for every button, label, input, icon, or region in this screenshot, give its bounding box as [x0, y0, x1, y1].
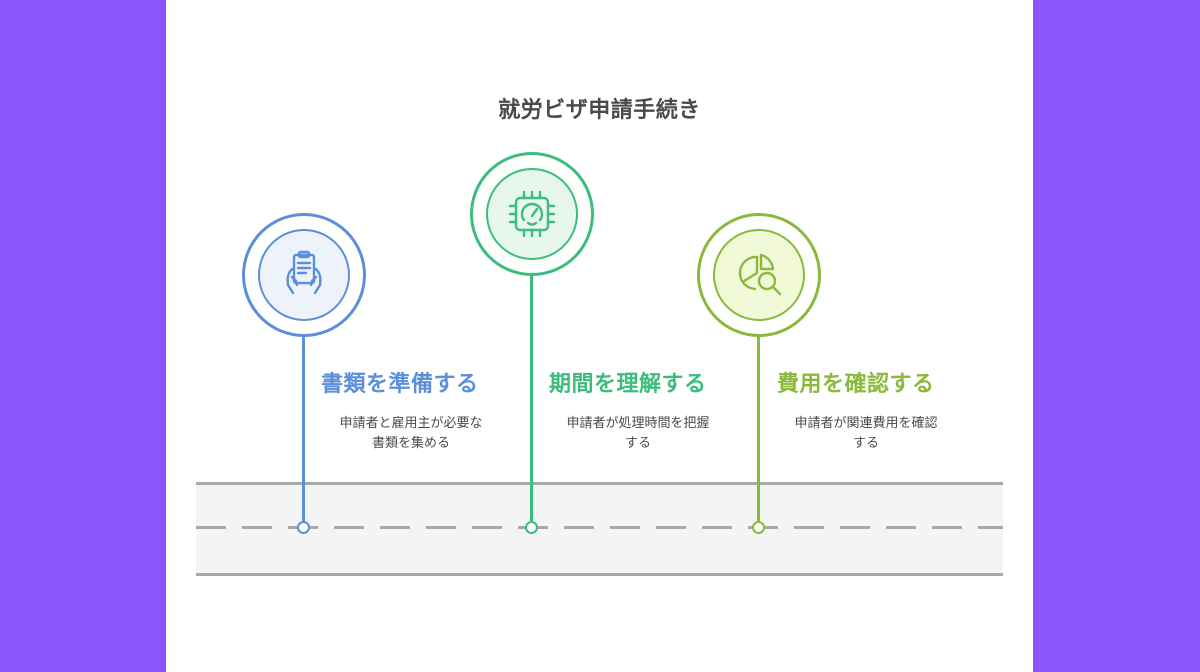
step-1-marker [297, 521, 310, 534]
road-center-dashes [196, 526, 1003, 529]
step-2-title: 期間を理解する [549, 372, 707, 397]
step-1-desc-line-1: 申請者と雇用主が必要な [339, 416, 483, 431]
road-bottom-edge [196, 573, 1003, 576]
document-hands-icon [286, 250, 322, 295]
road [196, 483, 1003, 575]
step-3-badge-inner [713, 229, 805, 321]
step-2-badge [470, 152, 594, 276]
step-1-badge [242, 213, 366, 337]
step-3-badge [697, 213, 821, 337]
step-3-title: 費用を確認する [777, 372, 935, 397]
step-2-stem [530, 274, 533, 527]
pie-chart-magnifier-icon [738, 253, 782, 296]
step-1-badge-inner [258, 229, 350, 321]
step-1-desc-line-2: 書類を集める [371, 436, 450, 451]
road-top-edge [196, 482, 1003, 485]
step-2-desc-line-2: する [624, 436, 651, 451]
step-1-title: 書類を準備する [321, 372, 479, 397]
step-3-desc-line-2: する [852, 436, 879, 451]
step-2-marker [525, 521, 538, 534]
step-1-stem [302, 335, 305, 527]
step-2-desc-line-1: 申請者が処理時間を把握 [566, 416, 710, 431]
step-3-stem [757, 335, 760, 527]
step-3-description: 申請者が関連費用を確認 する [766, 414, 966, 454]
chip-gauge-icon [508, 190, 556, 238]
step-3-marker [752, 521, 765, 534]
step-2-description: 申請者が処理時間を把握 する [538, 414, 738, 454]
step-1-description: 申請者と雇用主が必要な 書類を集める [311, 414, 511, 454]
diagram-title: 就労ビザ申請手続き [498, 98, 701, 123]
infographic-canvas: 就労ビザ申請手続き 書類を準備する 申請者と雇用主が必要な 書類を集める [166, 0, 1033, 672]
step-3-desc-line-1: 申請者が関連費用を確認 [794, 416, 938, 431]
step-2-badge-inner [486, 168, 578, 260]
